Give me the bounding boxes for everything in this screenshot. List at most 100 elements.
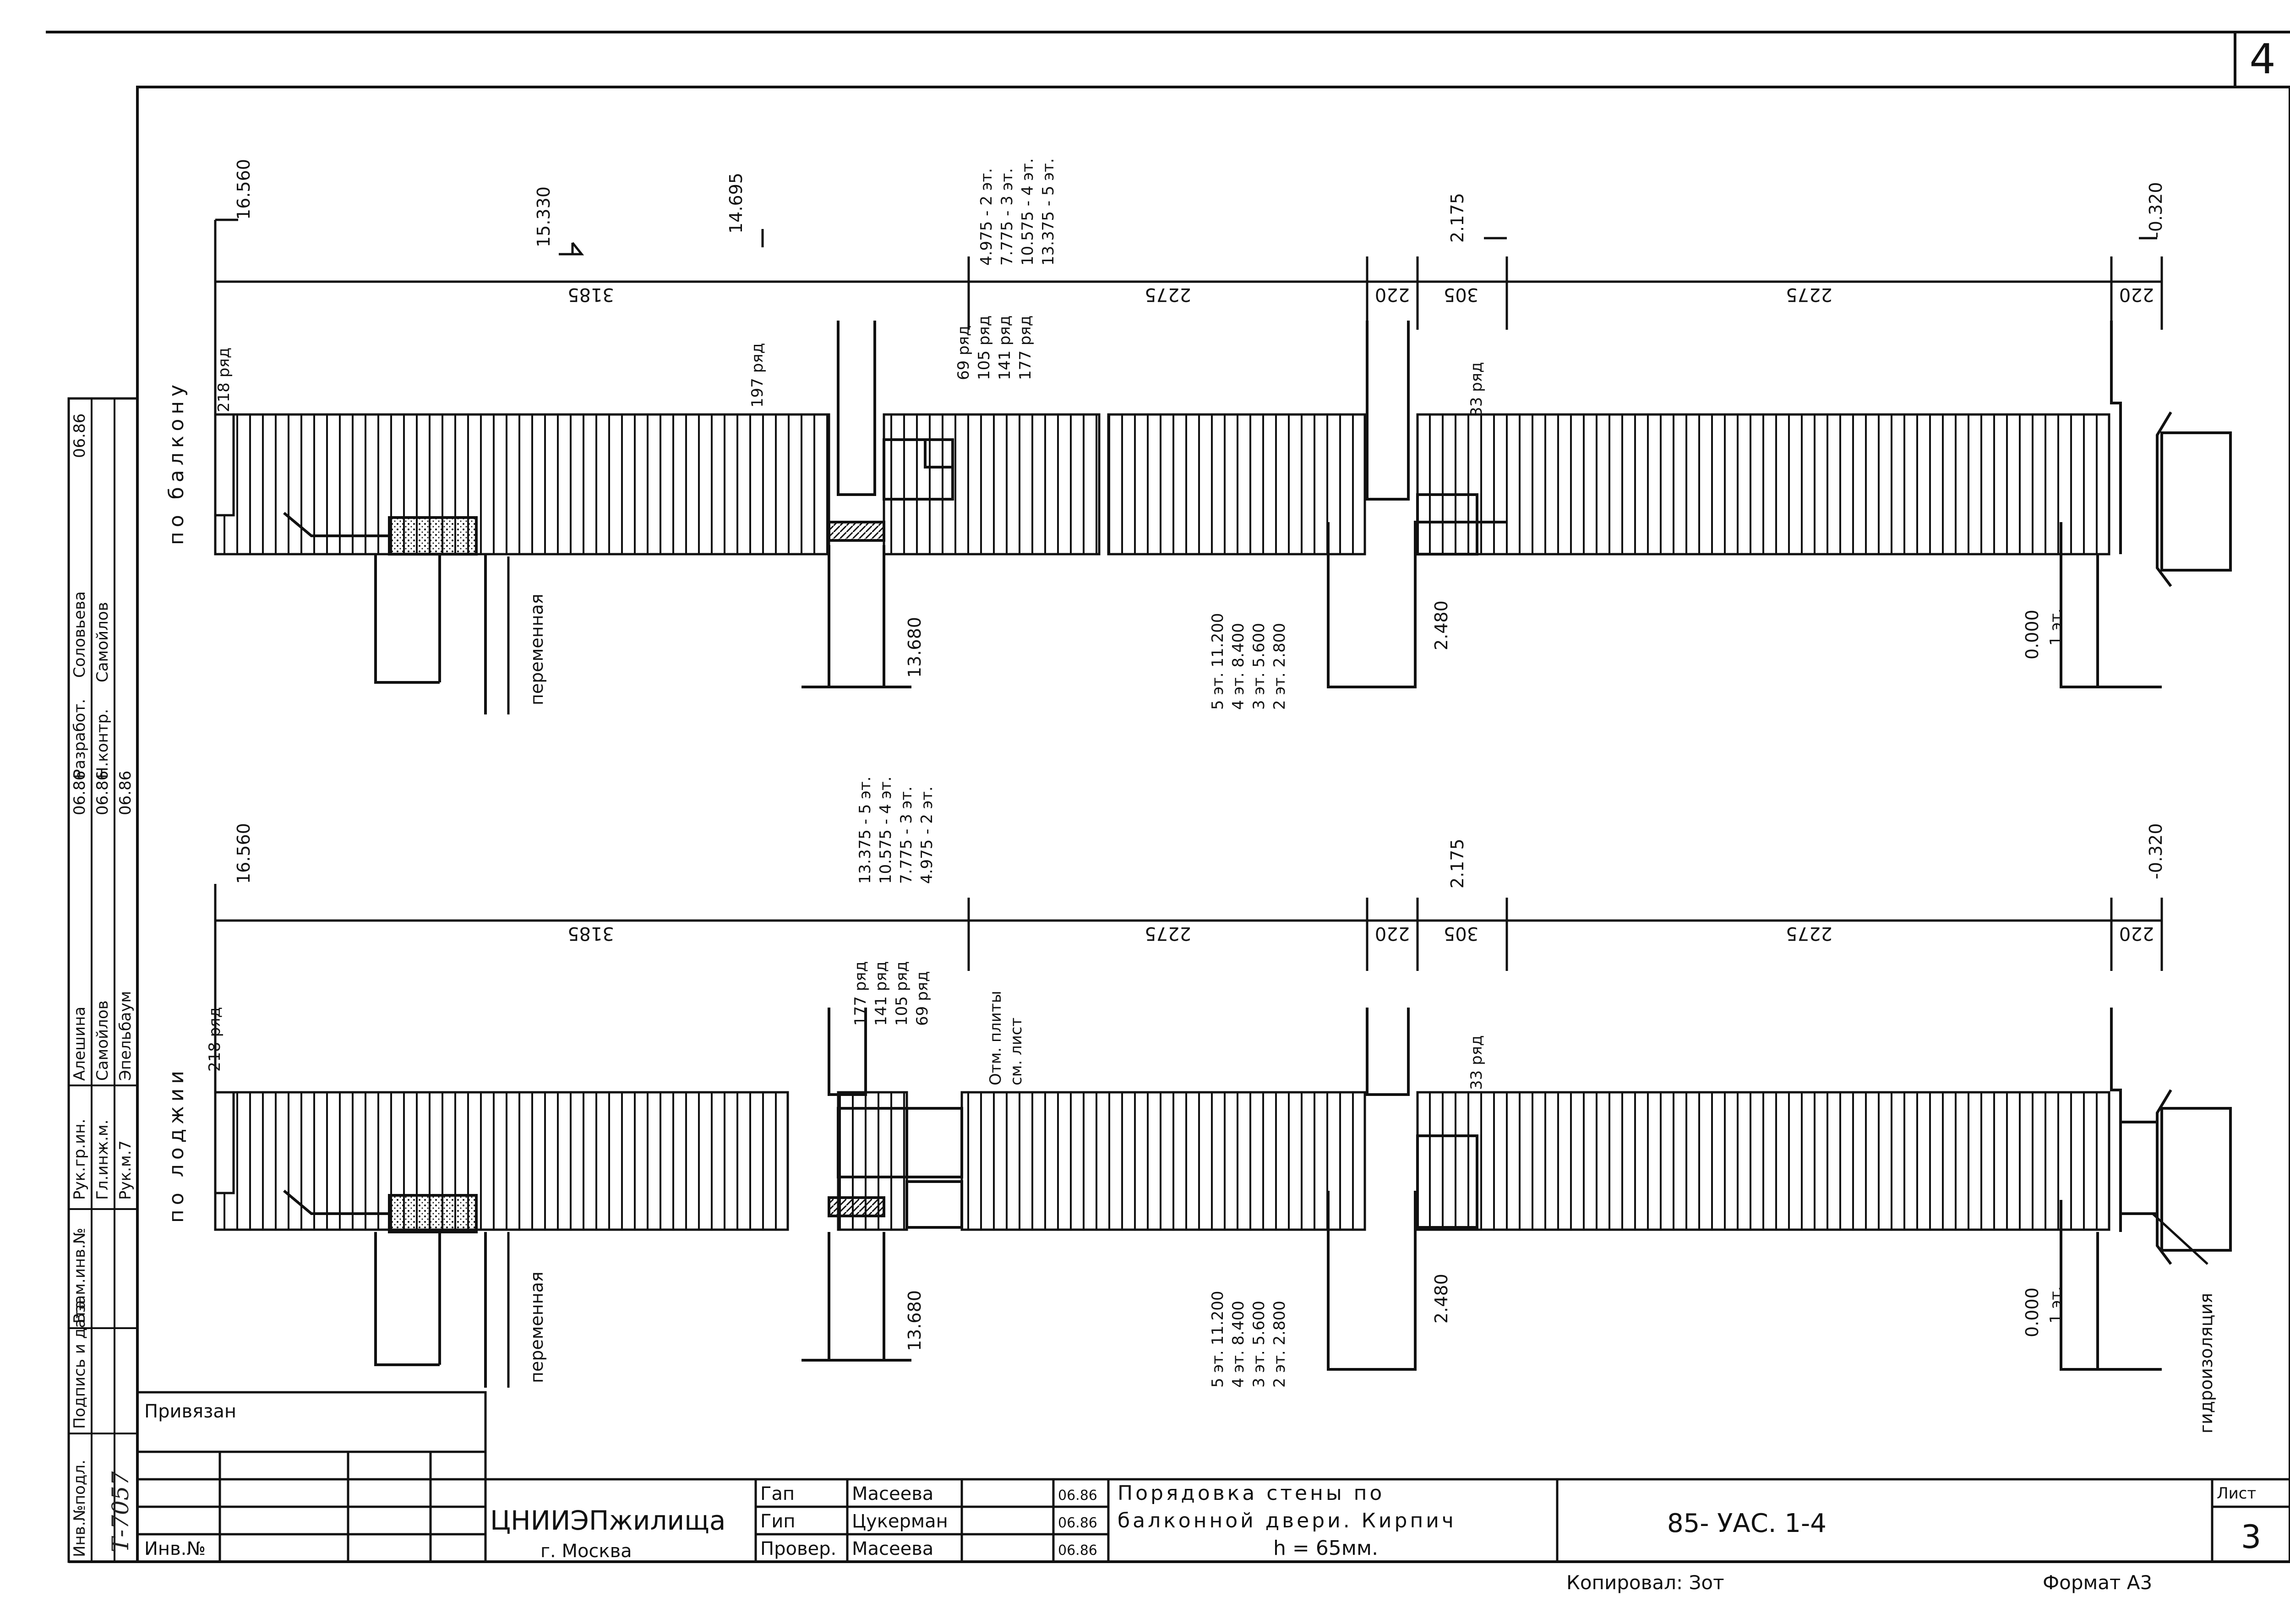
staff-date: 06.86 xyxy=(1058,1488,1097,1504)
dim-value: 2275 xyxy=(1786,284,1832,305)
stamp-role: Рук.гр.ин. xyxy=(71,1119,89,1200)
dim-value: 2275 xyxy=(1145,923,1191,944)
sheet-frame xyxy=(46,31,2290,1563)
side-label-loggia: по лоджии xyxy=(165,1066,188,1223)
row-label: 218 ряд xyxy=(206,1007,224,1072)
floor-levels-top: 5 эт. 11.200 4 эт. 8.400 3 эт. 5.600 2 э… xyxy=(1209,613,1289,710)
dimension-values: 3185 2275 220 305 2275 220 xyxy=(567,284,2154,305)
level-mark: -0.320 xyxy=(2146,823,2166,880)
row-label: 197 ряд xyxy=(748,343,767,408)
sheet-corner-number: 4 xyxy=(2249,35,2275,83)
row-label: 141 ряд xyxy=(996,316,1014,380)
level-marks-top: 16.560 15.330 14.695 2.175 -0.320 xyxy=(234,159,2166,247)
dim-value: 3185 xyxy=(567,284,614,305)
dim-value: 305 xyxy=(1444,923,1478,944)
row-label: 33 ряд xyxy=(1467,362,1486,417)
drawing-title: Порядовка стены по xyxy=(1118,1482,1385,1505)
brick-courses-bottom xyxy=(214,1091,2110,1231)
level-mark: 16.560 xyxy=(234,159,254,220)
row-label: 105 ряд xyxy=(893,961,911,1026)
row-label: 69 ряд xyxy=(913,971,932,1026)
stamp-date: 06.86 xyxy=(71,771,89,815)
floor-level: 4 эт. 8.400 xyxy=(1229,623,1248,710)
dim-value: 220 xyxy=(2119,284,2154,305)
stamp-name: Эпельбаум xyxy=(116,991,135,1081)
staff-date: 06.86 xyxy=(1058,1542,1097,1559)
stamp-column-label: Подпись и дата xyxy=(71,1300,89,1429)
stamp-role: Гл.инж.м. xyxy=(93,1120,112,1200)
stamp-name: Самойлов xyxy=(93,602,112,682)
staff-date: 06.86 xyxy=(1058,1515,1097,1531)
floor-level: 5 эт. 11.200 xyxy=(1209,613,1227,710)
row-labels-bottom: 218 ряд 33 ряд 177 ряд 141 ряд 105 ряд 6… xyxy=(206,961,1486,1090)
level-mark: 2.480 xyxy=(1431,600,1451,650)
level-mark-floor: 1 эт. xyxy=(2047,1286,2065,1324)
floor-level: 3 эт. 5.600 xyxy=(1250,1301,1268,1388)
dim-value: 220 xyxy=(1375,923,1410,944)
dim-value: 2275 xyxy=(1786,923,1832,944)
org-name: ЦНИИЭПжилища xyxy=(490,1505,725,1536)
staff-role: Гап xyxy=(760,1483,795,1504)
stamp-date: 06.86 xyxy=(93,771,112,815)
row-label: 177 ряд xyxy=(1016,316,1035,380)
level-marks-bottom: 16.560 2.175 -0.320 xyxy=(234,823,2166,888)
slab-note: Отм. плиты xyxy=(987,991,1005,1085)
floor-level: 5 эт. 11.200 xyxy=(1209,1291,1227,1388)
drawing-title: балконной двери. Кирпич xyxy=(1118,1509,1456,1532)
drawing-title: h = 65мм. xyxy=(1273,1537,1378,1560)
row-label: 69 ряд xyxy=(954,325,973,380)
list-number: 3 xyxy=(2241,1518,2262,1556)
copied-by: Копировал: Зот xyxy=(1566,1571,1724,1594)
side-label-balcony: по балкону xyxy=(165,380,188,545)
row-label: 141 ряд xyxy=(872,961,890,1026)
slab-note: см. лист xyxy=(1007,1018,1025,1085)
level-list-bottom: 13.375 - 5 эт. 10.575 - 4 эт. 7.775 - 3 … xyxy=(856,776,936,884)
level-mark: -0.320 xyxy=(2146,182,2166,239)
floor-level: 3 эт. 5.600 xyxy=(1250,623,1268,710)
floor-level: 2 эт. 2.800 xyxy=(1270,1301,1289,1388)
stamp-name: Алешина xyxy=(71,1007,89,1081)
row-label: 105 ряд xyxy=(975,316,993,380)
level-mark: 0.000 xyxy=(2022,1287,2042,1337)
title-block-text: Привязан Инв.№ ЦНИИЭПжилища г. Москва Га… xyxy=(144,1401,2261,1562)
waterproofing-label: гидроизоляция xyxy=(2196,1293,2216,1433)
level-mark: 13.680 xyxy=(905,1290,925,1351)
staff-role: Гип xyxy=(760,1511,796,1532)
structure-top xyxy=(283,321,2232,714)
level-list-item: 13.375 - 5 эт. xyxy=(1039,158,1058,266)
title-block xyxy=(136,1391,2290,1563)
level-mark: 14.695 xyxy=(726,173,746,234)
level-mark: 2.175 xyxy=(1447,193,1467,243)
variable-label: переменная xyxy=(527,594,547,705)
dim-value: 220 xyxy=(2119,923,2154,944)
row-label: 33 ряд xyxy=(1467,1035,1486,1090)
list-label: Лист xyxy=(2217,1484,2256,1503)
wall-course-bottom-loggia: по лоджии 3185 2275 220 305 2275 220 16.… xyxy=(165,776,2232,1433)
level-list-item: 13.375 - 5 эт. xyxy=(856,776,874,884)
org-city: г. Москва xyxy=(540,1541,632,1562)
level-list-item: 10.575 - 4 эт. xyxy=(1019,158,1037,266)
level-mark: 13.680 xyxy=(905,617,925,678)
level-leaders xyxy=(215,218,2157,256)
drawing-code: 85- УАС. 1-4 xyxy=(1667,1509,1827,1538)
inv-number: Т-7057 xyxy=(107,1471,134,1553)
level-mark-floor: 1 эт. xyxy=(2047,608,2065,646)
level-mark: 0.000 xyxy=(2022,610,2042,659)
level-list-item: 7.775 - 3 эт. xyxy=(998,168,1016,266)
brick-courses-top xyxy=(214,413,2110,556)
wall-course-top-balcony: по балкону 3185 2275 220 305 2275 220 16… xyxy=(165,158,2232,714)
row-label: 218 ряд xyxy=(215,348,233,412)
inv-no-label: Инв.№ xyxy=(144,1538,206,1559)
row-labels-top: 218 ряд 197 ряд 33 ряд 69 ряд 105 ряд 14… xyxy=(215,316,1486,417)
level-mark: 16.560 xyxy=(234,823,254,884)
level-mark: 2.480 xyxy=(1431,1274,1451,1324)
floor-level: 4 эт. 8.400 xyxy=(1229,1301,1248,1388)
staff-name: Цукерман xyxy=(852,1511,948,1532)
level-list-item: 4.975 - 2 эт. xyxy=(977,168,996,266)
dimension-values: 3185 2275 220 305 2275 220 xyxy=(567,923,2154,944)
level-list-item: 7.775 - 3 эт. xyxy=(897,786,916,884)
stamp-name: Самойлов xyxy=(93,1000,112,1081)
level-list-top: 4.975 - 2 эт. 7.775 - 3 эт. 10.575 - 4 э… xyxy=(977,158,1058,266)
floor-level: 2 эт. 2.800 xyxy=(1270,623,1289,710)
dim-value: 3185 xyxy=(567,923,614,944)
